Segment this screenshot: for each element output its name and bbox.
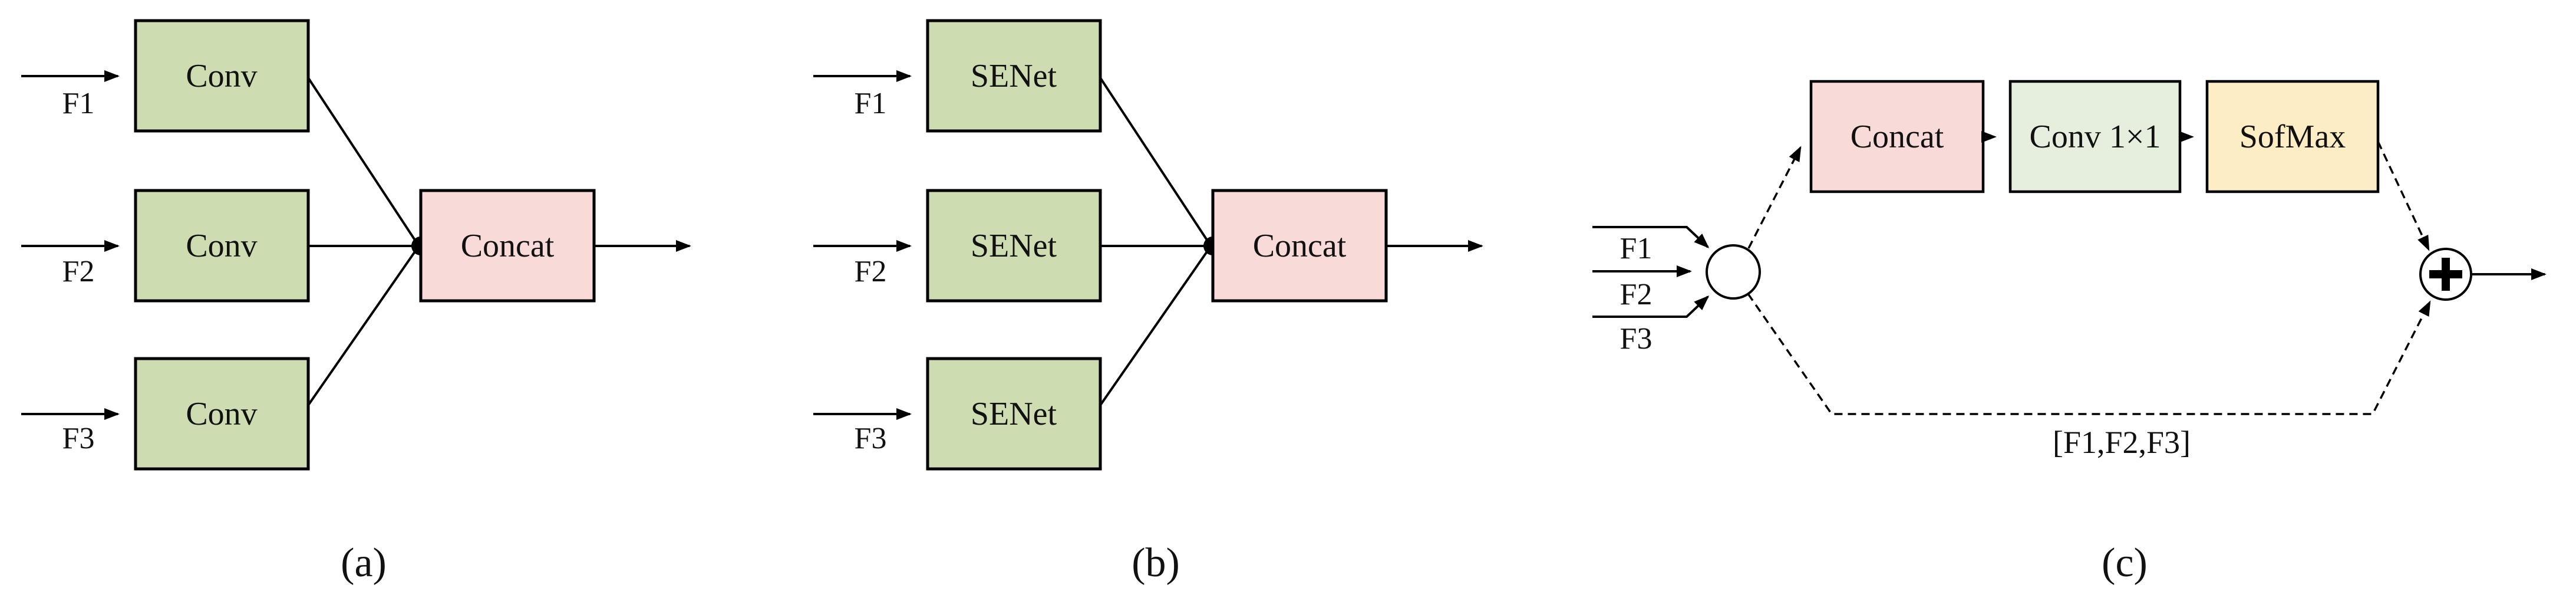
conv-block-3 [134,357,310,471]
senet-block-1-label: SENet [971,58,1057,94]
connector-conv3-to-merge [307,247,418,406]
senet-block-2 [926,189,1102,303]
concat-block-label: Concat [461,228,555,264]
concat-block-label: Concat [1253,228,1347,264]
dashed-arrow-sofmax-to-add [2377,141,2430,251]
conv-block-2 [134,189,310,303]
connector-senet1-to-merge [1099,77,1211,245]
input-arrow-f1 [1592,226,1710,249]
connector-conv1-to-merge [307,77,418,245]
senet-block-3-label: SENet [971,396,1057,432]
concat-block [1211,189,1388,303]
conv-block-1 [134,19,310,133]
plus-icon [2429,258,2462,291]
split-node-circle [1706,244,1761,300]
concat-block [1809,80,1985,193]
senet-block-2-label: SENet [971,228,1057,264]
dashed-arrow-to-concat [1747,146,1802,249]
conv-block-3-label: Conv [186,396,257,432]
senet-block-1 [926,19,1102,133]
caption-b: (b) [1132,540,1180,586]
panel-b: F1 F2 F3 SENet SENet SENet Concat (b) [813,19,1483,586]
input-label-f1: F1 [855,87,887,120]
panel-a: F1 F2 F3 Conv Conv Conv Concat (a) [21,19,691,586]
input-label-f1: F1 [62,87,95,120]
sofmax-block [2205,80,2380,193]
panel-c: F1 F2 F3 Concat Conv 1×1 SofMax [F1,F2,F… [1592,80,2547,586]
input-label-f1: F1 [1620,232,1653,265]
input-label-f3: F3 [1620,322,1653,356]
input-label-f2: F2 [1620,278,1653,311]
conv-block-2-label: Conv [186,228,257,264]
dashed-skip-connection [1747,293,2431,415]
merge-junction-dot [411,237,421,255]
merge-junction-dot [1203,237,1213,255]
input-label-f3: F3 [62,422,95,455]
input-label-f3: F3 [855,422,887,455]
input-label-f2: F2 [855,255,887,288]
connector-senet3-to-merge [1099,247,1211,406]
conv1x1-block-label: Conv 1×1 [2030,119,2161,155]
concat-block-label: Concat [1851,119,1944,155]
caption-a: (a) [341,540,387,586]
conv-block-1-label: Conv [186,58,257,94]
sofmax-block-label: SofMax [2239,119,2346,155]
skip-connection-label: [F1,F2,F3] [2053,425,2191,460]
senet-block-3 [926,357,1102,471]
caption-c: (c) [2102,540,2148,586]
input-arrow-f3 [1592,295,1710,318]
input-label-f2: F2 [62,255,95,288]
